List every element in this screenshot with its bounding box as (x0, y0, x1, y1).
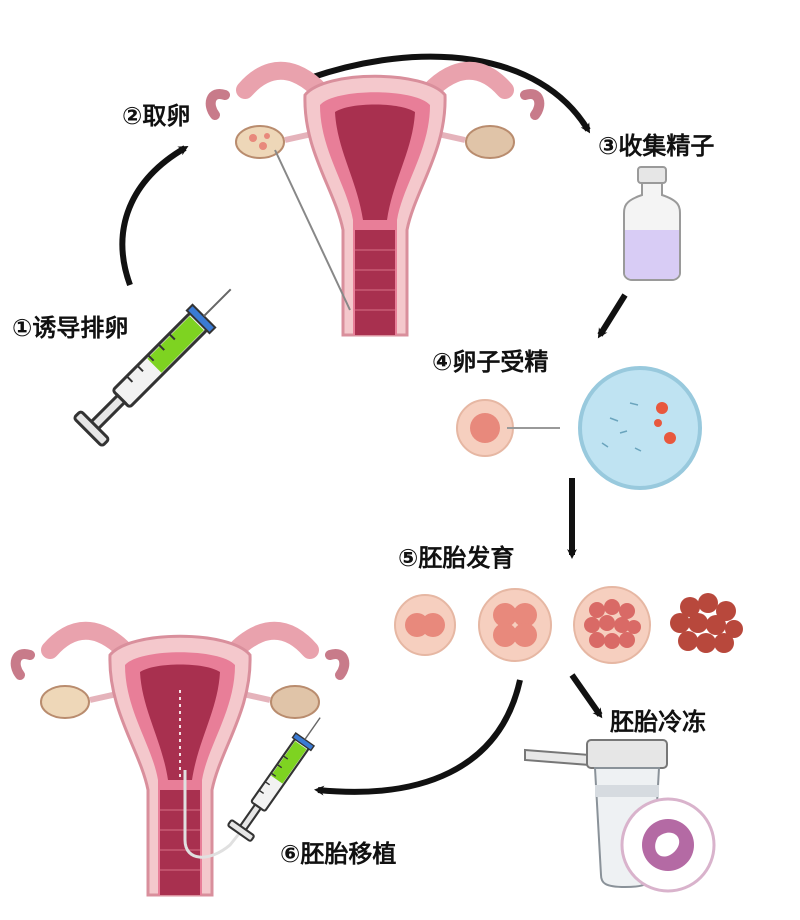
step-3-label: ③收集精子 (598, 132, 715, 160)
logo-seal-icon (620, 797, 716, 893)
freeze-label: 胚胎冷冻 (610, 708, 706, 736)
arrow-5-to-6 (314, 679, 523, 796)
arrow-5-to-freeze (569, 673, 603, 719)
embryo-icon (394, 586, 743, 664)
egg-cell-icon (456, 399, 560, 457)
syringe-icon (226, 708, 333, 843)
arrow-1-to-2 (119, 145, 189, 287)
arrow-2-to-3 (309, 53, 591, 134)
uterus-icon (211, 71, 540, 335)
vial-icon (623, 166, 681, 281)
arrow-3-to-4 (597, 293, 628, 339)
step-1-label: ①诱导排卵 (12, 314, 129, 342)
catheter-line (183, 770, 264, 859)
step-6-label: ⑥胚胎移植 (280, 840, 397, 868)
syringe-icon (72, 273, 247, 448)
uterus-icon (16, 631, 345, 895)
step-2-label: ②取卵 (122, 102, 191, 130)
step-5-label: ⑤胚胎发育 (398, 544, 515, 572)
petri-dish-icon (578, 366, 702, 490)
step-4-label: ④卵子受精 (432, 348, 549, 376)
